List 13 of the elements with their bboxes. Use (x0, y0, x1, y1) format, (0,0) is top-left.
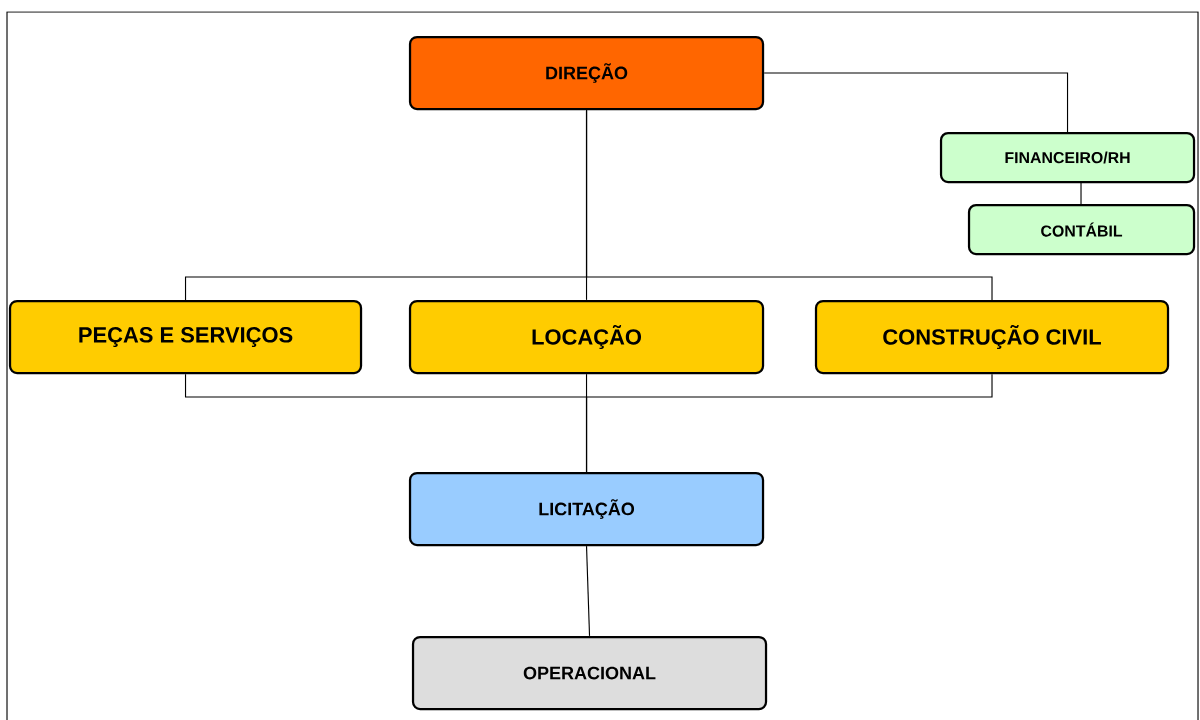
connector-line (585, 545, 591, 637)
department-box: CONTÁBIL (967, 203, 1196, 256)
department-box: OPERACIONAL (411, 635, 768, 711)
connector-line (1080, 181, 1082, 206)
department-box: LICITAÇÃO (408, 471, 765, 547)
department-box: CONSTRUÇÃO CIVIL (814, 299, 1170, 375)
department-box: FINANCEIRO/RH (939, 131, 1196, 184)
connector-line (585, 109, 993, 301)
department-box: LOCAÇÃO (408, 299, 765, 375)
connector-line (585, 373, 993, 473)
connector-line (763, 72, 1069, 133)
department-box: DIREÇÃO (408, 35, 765, 111)
department-box: PEÇAS E SERVIÇOS (8, 299, 363, 375)
